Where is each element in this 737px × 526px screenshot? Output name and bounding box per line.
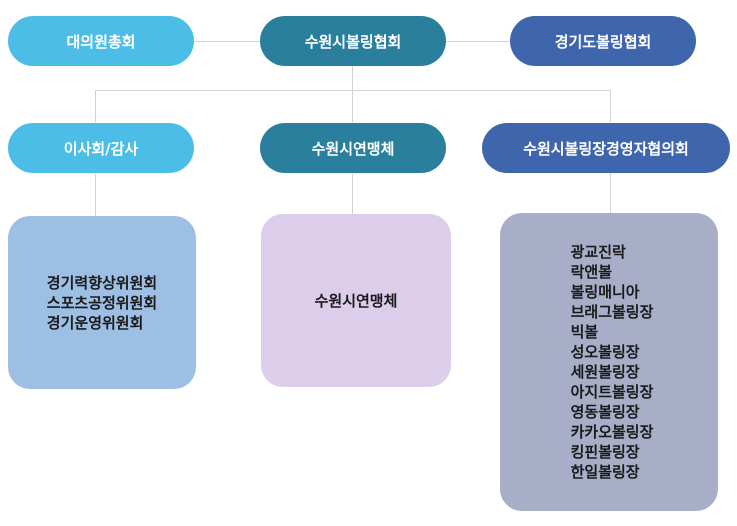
node-label: 경기도볼링협회 bbox=[554, 32, 652, 51]
connector-right-to-box bbox=[610, 172, 611, 213]
node-bowling-operators-council: 수원시볼링장경영자협의회 bbox=[482, 123, 730, 173]
node-board-audit: 이사회/감사 bbox=[8, 123, 194, 173]
connector-center-vertical bbox=[352, 66, 353, 122]
connector-center-to-box bbox=[352, 172, 353, 214]
list-item: 경기력향상위원회 bbox=[46, 273, 158, 292]
node-label: 대의원총회 bbox=[66, 32, 136, 51]
box-bowling-alleys: 광교진락 락앤볼 볼링매니아 브래그볼링장 빅볼 성오볼링장 세원볼링장 아지트… bbox=[500, 213, 718, 511]
node-delegates-assembly: 대의원총회 bbox=[8, 16, 194, 66]
list-item: 세원볼링장 bbox=[570, 363, 640, 381]
list-item: 카카오볼링장 bbox=[570, 423, 654, 441]
list-item: 아지트볼링장 bbox=[570, 383, 654, 401]
list-item: 광교진락 bbox=[570, 243, 626, 261]
list-item: 성오볼링장 bbox=[570, 343, 640, 361]
connector-right-drop bbox=[610, 90, 611, 122]
box-federation: 수원시연맹체 bbox=[261, 214, 451, 387]
list-item: 브래그볼링장 bbox=[570, 303, 654, 321]
bowling-alley-list: 광교진락 락앤볼 볼링매니아 브래그볼링장 빅볼 성오볼링장 세원볼링장 아지트… bbox=[571, 242, 654, 482]
list-item: 한일볼링장 bbox=[570, 463, 640, 481]
connector-branch-horizontal bbox=[95, 90, 611, 91]
connector-left-drop bbox=[95, 90, 96, 122]
node-gyeonggi-bowling-association: 경기도볼링협회 bbox=[510, 16, 696, 66]
committee-list: 경기력향상위원회 스포츠공정위원회 경기운영위원회 bbox=[47, 273, 157, 333]
list-item: 스포츠공정위원회 bbox=[46, 293, 158, 312]
node-label: 수원시연맹체 bbox=[311, 139, 395, 158]
list-item: 볼링매니아 bbox=[570, 283, 640, 301]
list-item: 빅볼 bbox=[570, 323, 599, 341]
box-committees: 경기력향상위원회 스포츠공정위원회 경기운영위원회 bbox=[8, 216, 196, 389]
list-item: 락앤볼 bbox=[570, 263, 612, 281]
list-item: 킹핀볼링장 bbox=[570, 443, 640, 461]
node-suwon-bowling-association: 수원시볼링협회 bbox=[260, 16, 446, 66]
list-item: 영동볼링장 bbox=[570, 403, 640, 421]
connector-left-to-box bbox=[95, 172, 96, 216]
node-suwon-federation: 수원시연맹체 bbox=[260, 123, 446, 173]
list-item: 경기운영위원회 bbox=[46, 313, 144, 332]
node-label: 수원시볼링협회 bbox=[304, 32, 402, 51]
node-label: 이사회/감사 bbox=[63, 139, 139, 158]
list-item: 수원시연맹체 bbox=[314, 291, 398, 310]
federation-list: 수원시연맹체 bbox=[315, 291, 398, 311]
node-label: 수원시볼링장경영자협의회 bbox=[523, 139, 689, 158]
